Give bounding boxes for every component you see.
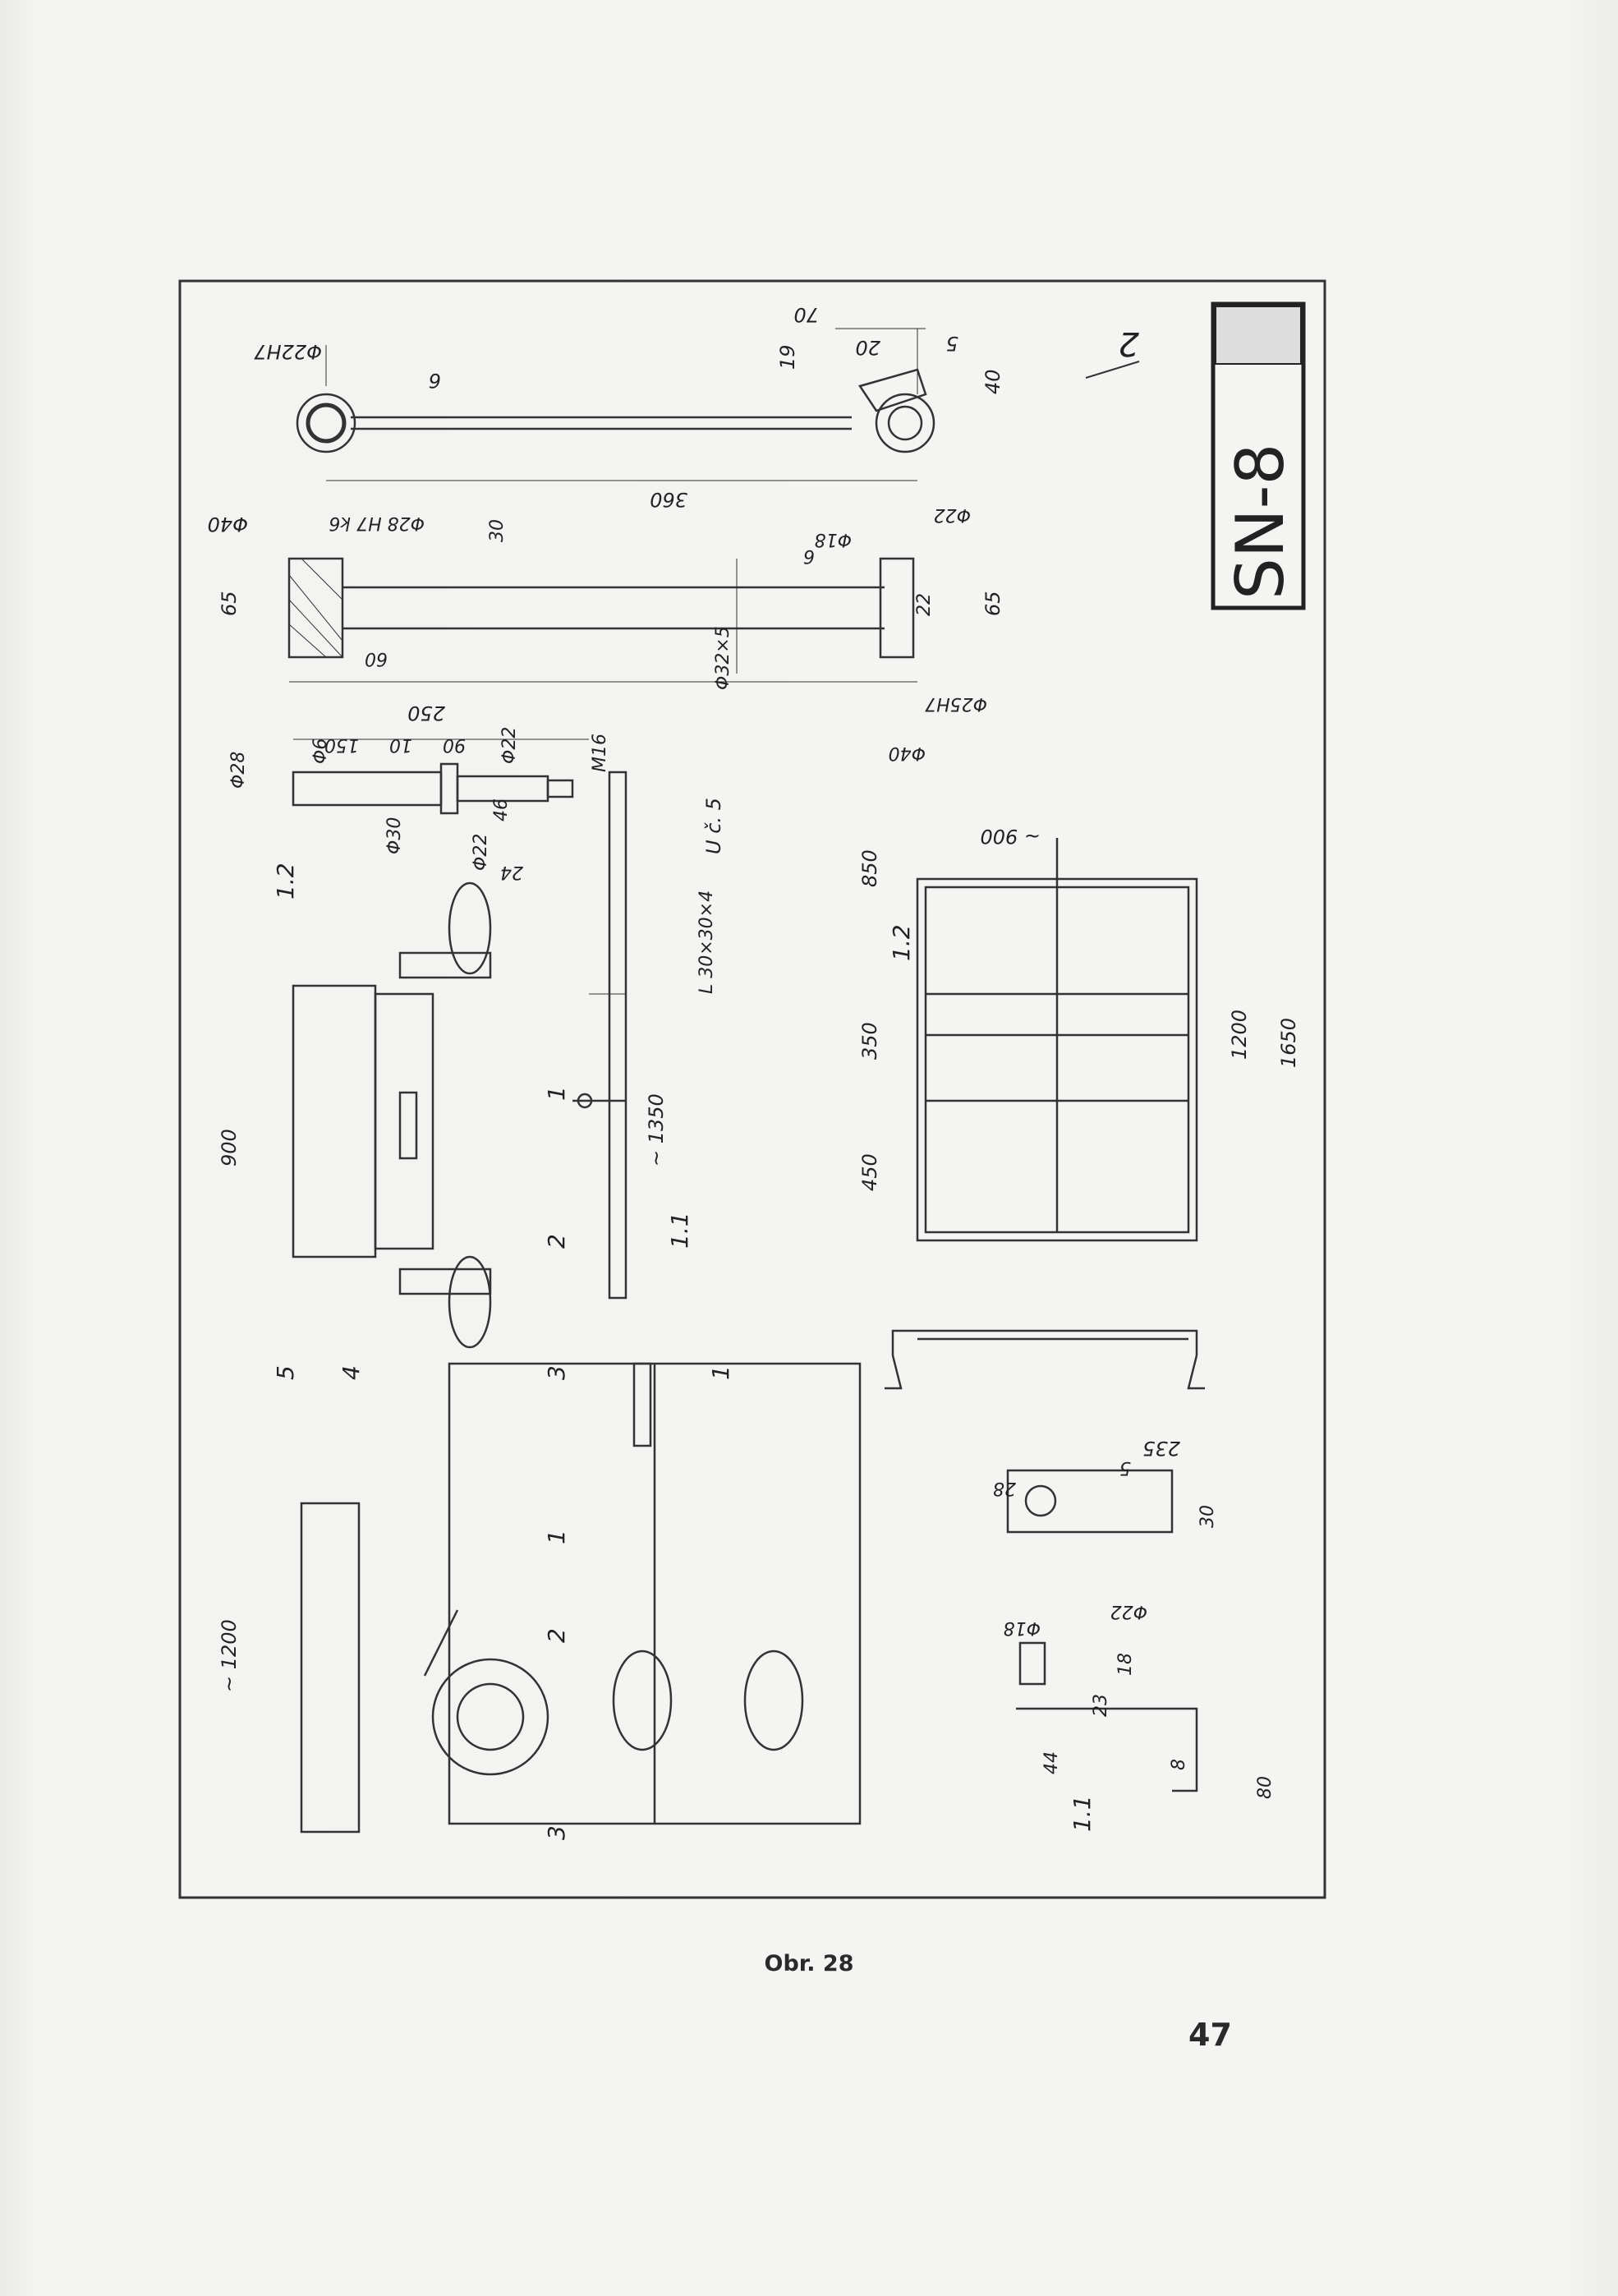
dim-31: 46 [491, 798, 512, 821]
dim-14: 65 [218, 591, 241, 616]
dim-38: 450 [858, 1153, 881, 1191]
dim-13: Φ22 [934, 504, 971, 525]
dim-2: 19 [776, 344, 799, 370]
part-label-0: 1.2 [272, 863, 299, 900]
dim-10: 30 [487, 519, 508, 542]
part-label-4: 1.2 [888, 924, 915, 961]
part-label-2: 2 [543, 1234, 570, 1249]
dim-40: 1650 [1277, 1018, 1300, 1068]
dim-37: 350 [858, 1022, 881, 1060]
dim-30: Φ22 [471, 834, 491, 871]
dim-18: Φ32×5 [713, 626, 733, 690]
cart-side-view [448, 1362, 862, 1825]
dimension-labels: Φ22H7 6 19 20 70 5 40 360 Φ40 Φ28 H7 k6 … [208, 303, 1300, 1799]
page-number: 47 [1188, 2017, 1232, 2053]
wheel-assembly-view [292, 881, 492, 1349]
dim-6: 40 [981, 369, 1004, 394]
dim-50: 23 [1091, 1694, 1111, 1717]
dim-16: 22 [914, 593, 935, 616]
dim-3: 20 [855, 336, 880, 359]
dim-4: 70 [793, 303, 819, 326]
dim-24: 10 [389, 734, 412, 755]
dim-47: Φ22 [1110, 1601, 1147, 1622]
dim-53: 80 [1255, 1776, 1276, 1799]
side-frame-view [572, 771, 627, 1300]
dim-41: ~ 900 [980, 825, 1041, 848]
dim-34: 900 [218, 1129, 241, 1166]
dim-44: 28 [993, 1478, 1016, 1498]
dim-27: M16 [590, 734, 610, 772]
axle-bracket-view [885, 1329, 1205, 1390]
dim-25: 90 [443, 734, 466, 755]
dim-7: 360 [650, 488, 687, 511]
rod-section-view [287, 557, 917, 683]
cart-wheel-view [300, 1502, 549, 1834]
dim-20: 250 [407, 702, 445, 725]
rod-top-view [296, 328, 935, 481]
dim-26: Φ22 [499, 727, 520, 764]
dim-32: 24 [500, 862, 523, 882]
dim-48: Φ18 [1004, 1617, 1041, 1638]
part-label-6: 4 [338, 1365, 365, 1380]
dim-54: ~ 1200 [218, 1619, 241, 1692]
dim-23: 150 [324, 734, 359, 755]
dim-17: 65 [981, 591, 1004, 616]
technical-drawing-frame: SN-8 2 [178, 279, 1326, 1899]
dim-36: 850 [858, 849, 881, 887]
drawing-border [178, 279, 1326, 1899]
dim-9: Φ28 H7 k6 [329, 513, 425, 533]
dim-19: Φ25H7 [925, 693, 987, 714]
dim-43: 235 [1142, 1437, 1180, 1460]
dim-45: 5 [1119, 1457, 1131, 1478]
part-label-11: 3 [543, 1825, 570, 1840]
dim-42: ~ 1350 [645, 1093, 668, 1166]
dim-35: L 30×30×4 [696, 890, 717, 994]
part-label-8: 1 [707, 1365, 734, 1380]
dim-39: 1200 [1228, 1010, 1251, 1060]
part-label-3: 1.1 [666, 1212, 693, 1249]
dim-22: Φ6 [310, 738, 331, 764]
dim-5: 5 [946, 332, 958, 355]
dim-12: Φ18 [815, 529, 852, 550]
dim-46: 30 [1197, 1505, 1218, 1528]
dim-33: U č. 5 [702, 798, 725, 854]
sheet-number: 2 [1119, 324, 1139, 362]
part-label-10: 2 [543, 1628, 570, 1643]
part-label-1: 1 [543, 1086, 570, 1101]
title-block: SN-8 [1211, 301, 1306, 610]
dim-11: 6 [803, 545, 815, 566]
part-label-7: 3 [543, 1365, 570, 1380]
frame-plan-view [916, 838, 1198, 1242]
figure-caption: Obr. 28 [764, 1951, 854, 1976]
dim-21: Φ28 [228, 752, 249, 789]
part-label-9: 1 [543, 1530, 570, 1544]
dim-51: 44 [1041, 1751, 1062, 1774]
part-label-5: 5 [272, 1365, 299, 1380]
dim-52: 8 [1169, 1759, 1189, 1770]
shaft-view [292, 738, 589, 815]
drawing-code: SN-8 [1222, 444, 1299, 600]
dim-8: Φ40 [208, 513, 248, 536]
dim-0: Φ22H7 [254, 340, 322, 363]
dim-15: 60 [365, 648, 388, 669]
dim-49: 18 [1115, 1653, 1136, 1676]
bent-axle-view [1006, 1469, 1198, 1792]
part-labels: 1.2 1 2 1.1 1.2 5 4 3 1 1 2 3 1.1 [272, 863, 1096, 1840]
technical-drawing: SN-8 2 [178, 279, 1326, 1899]
dim-1: 6 [429, 369, 441, 392]
part-label-12: 1.1 [1069, 1795, 1096, 1832]
dim-28: Φ40 [889, 743, 926, 763]
dim-29: Φ30 [384, 817, 405, 854]
